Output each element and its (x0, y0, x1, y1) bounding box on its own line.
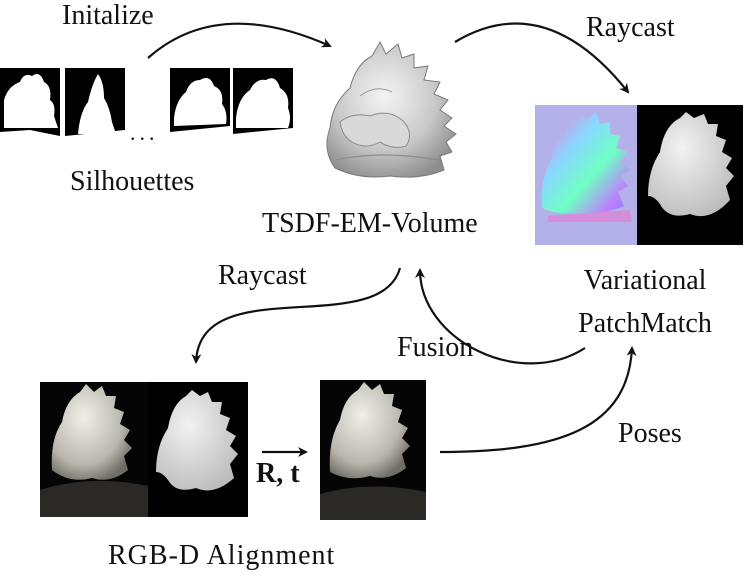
patchmatch-label: PatchMatch (578, 308, 712, 339)
variational-label: Variational (583, 265, 707, 296)
rt-label: R, t (256, 458, 300, 489)
raycast-depth-image (148, 382, 248, 517)
silhouette-image-3 (170, 68, 230, 138)
raycast-top-arrow (454, 22, 630, 94)
fusion-arrow (415, 268, 586, 365)
rgbd-alignment-label: RGB-D Alignment (108, 540, 336, 571)
normal-map-image (535, 105, 637, 245)
raycast-left-arrow (191, 267, 402, 364)
aligned-rgb-image (320, 380, 426, 520)
rgb-image (40, 382, 148, 517)
initialize-label: Initalize (62, 0, 154, 31)
poses-label: Poses (618, 418, 682, 449)
silhouettes-label: Silhouettes (70, 166, 195, 197)
silhouettes-ellipsis: ... (130, 120, 159, 145)
initialize-arrow (147, 22, 332, 59)
tsdf-volume-label: TSDF-EM-Volume (262, 208, 478, 239)
depth-map-image (637, 105, 743, 245)
silhouette-image-1 (0, 68, 60, 138)
silhouette-image-2 (65, 68, 125, 138)
fusion-label: Fusion (397, 332, 474, 363)
poses-arrow (439, 346, 637, 454)
raycast-top-label: Raycast (586, 12, 675, 43)
raycast-left-label: Raycast (218, 260, 307, 291)
silhouette-image-4 (233, 68, 293, 138)
tsdf-mesh-render (326, 40, 457, 178)
